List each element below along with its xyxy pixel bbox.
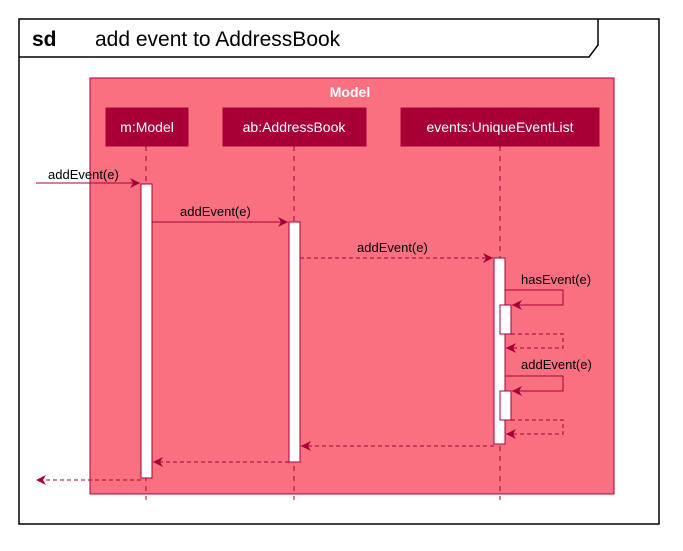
participant-events-label: events:UniqueEventList bbox=[426, 119, 573, 135]
activations bbox=[140, 183, 512, 479]
messages: addEvent(e) addEvent(e) addEvent(e) hasE… bbox=[36, 167, 592, 485]
activation-m bbox=[140, 183, 153, 479]
participant-ab-label: ab:AddressBook bbox=[243, 119, 347, 135]
message-arrow-5 bbox=[506, 333, 564, 353]
message-arrow-6 bbox=[505, 375, 564, 396]
message-arrow-4 bbox=[505, 289, 564, 310]
message-label-6: addEvent(e) bbox=[521, 357, 592, 372]
message-label-2: addEvent(e) bbox=[180, 204, 251, 219]
message-label-3: addEvent(e) bbox=[357, 240, 428, 255]
message-label-4: hasEvent(e) bbox=[521, 272, 591, 287]
frame-keyword: sd bbox=[32, 28, 57, 51]
participant-ab: ab:AddressBook bbox=[222, 107, 367, 147]
participant-m: m:Model bbox=[105, 107, 189, 147]
activation-events-nested-2 bbox=[499, 390, 512, 421]
model-box: Model bbox=[89, 77, 615, 495]
frame-title: add event to AddressBook bbox=[95, 28, 341, 51]
activation-ab bbox=[288, 221, 301, 463]
activation-events bbox=[493, 257, 506, 445]
activation-events-nested-1 bbox=[499, 304, 512, 335]
message-label-1: addEvent(e) bbox=[48, 167, 119, 182]
message-arrow-7 bbox=[506, 419, 564, 439]
model-box-label: Model bbox=[330, 84, 370, 100]
participant-m-label: m:Model bbox=[120, 119, 174, 135]
participant-events: events:UniqueEventList bbox=[400, 107, 600, 147]
